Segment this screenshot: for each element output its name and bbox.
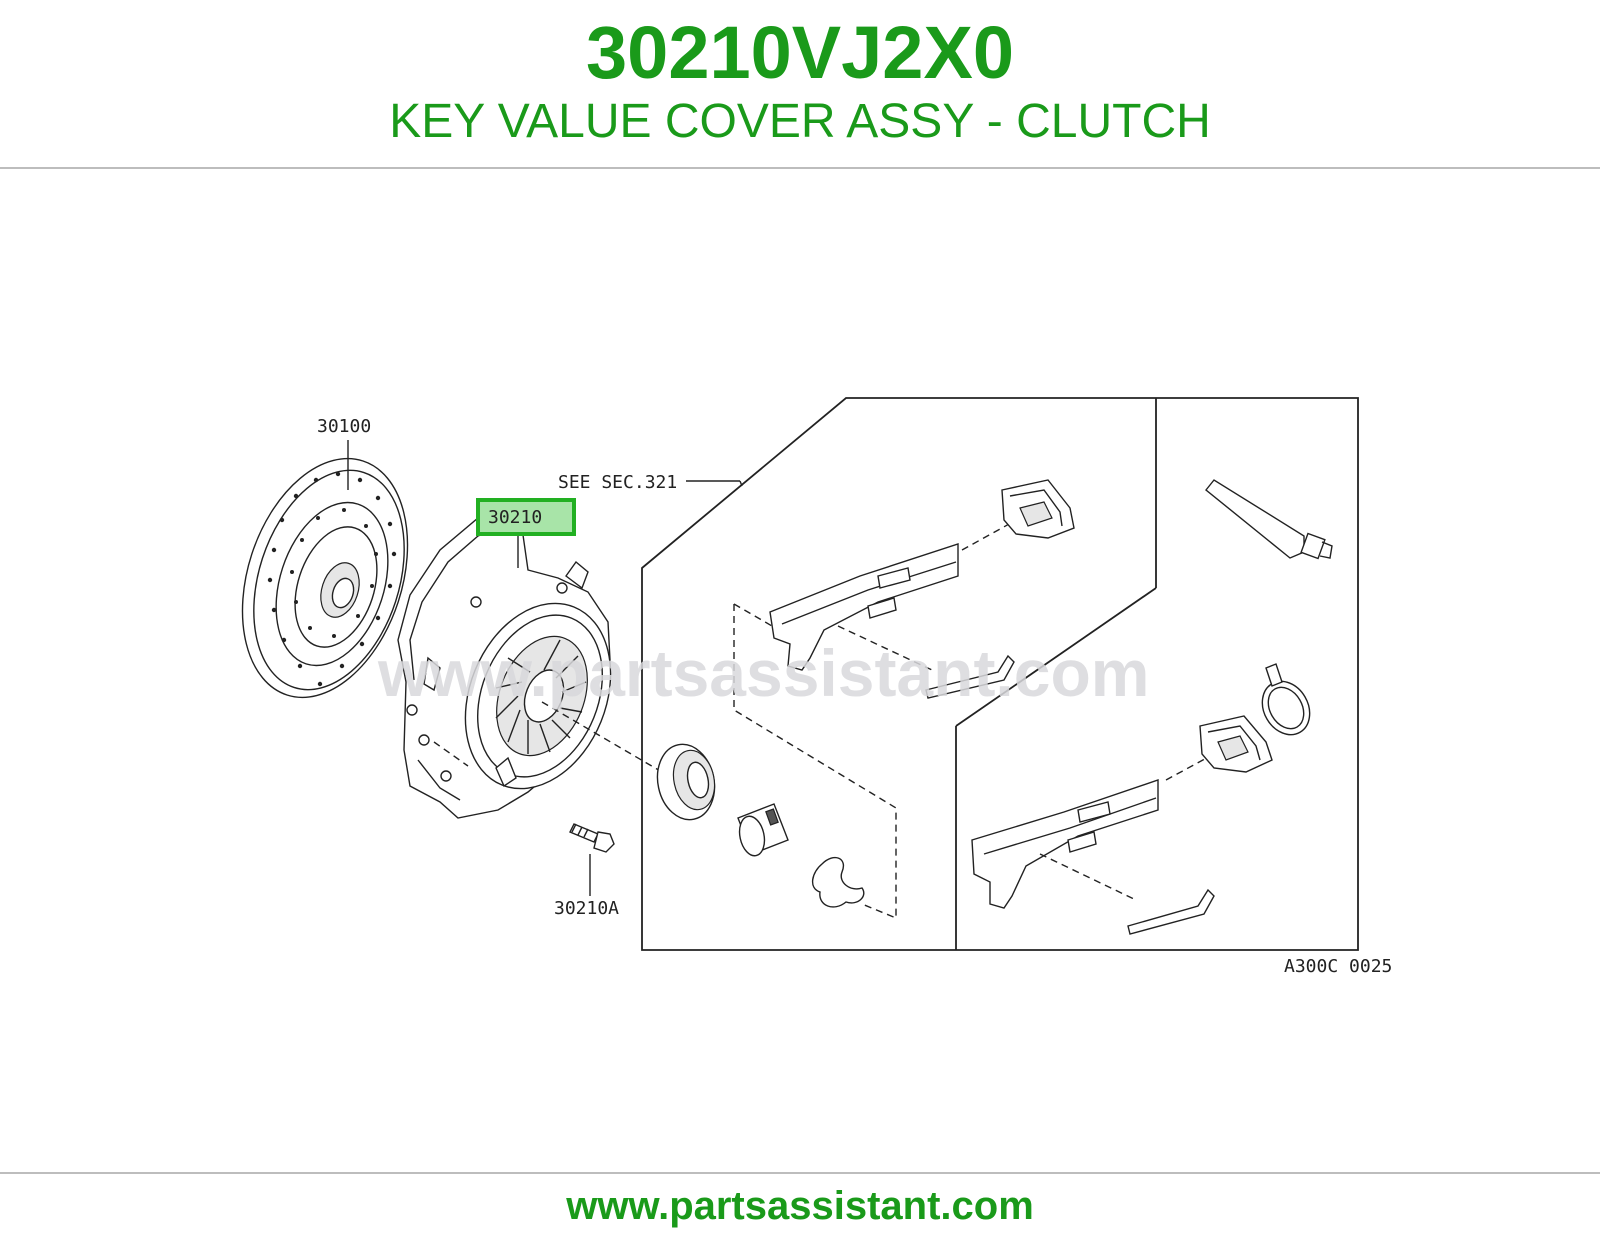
watermark-text: www.partsassistant.com: [377, 636, 1149, 710]
dust-boot-upper-part[interactable]: [1001, 479, 1075, 539]
diagram-code-label: A300C 0025: [1284, 956, 1392, 977]
cover-bolt-part[interactable]: [569, 823, 615, 896]
clutch-disc-part[interactable]: [214, 437, 436, 719]
part-name-subtitle: KEY VALUE COVER ASSY - CLUTCH: [389, 95, 1211, 148]
footer-site-link[interactable]: www.partsassistant.com: [566, 1184, 1034, 1228]
parts-diagram: 30100: [214, 397, 1392, 977]
see-section-label[interactable]: SEE SEC.321: [558, 472, 677, 493]
footer-divider: [0, 1172, 1600, 1174]
header-divider: [0, 167, 1600, 169]
bearing-sleeve-part[interactable]: [736, 803, 789, 858]
retainer-clip-part[interactable]: [812, 856, 865, 908]
clutch-cover-highlight[interactable]: 30210: [476, 498, 576, 536]
clutch-cover-label[interactable]: 30210: [488, 507, 542, 528]
part-number-title: 30210VJ2X0: [586, 11, 1014, 94]
clamp-band-part[interactable]: [1253, 663, 1319, 743]
grease-tube-part[interactable]: [1205, 479, 1333, 560]
withdrawal-lever-upper-part[interactable]: [769, 543, 959, 671]
clutch-disc-label[interactable]: 30100: [317, 416, 371, 437]
header: 30210VJ2X0 KEY VALUE COVER ASSY - CLUTCH: [0, 0, 1600, 168]
dust-boot-lower-part[interactable]: [1199, 715, 1273, 773]
clutch-cover-part[interactable]: [397, 498, 637, 819]
retainer-spring-upper-part[interactable]: [925, 654, 1015, 699]
cover-bolt-label[interactable]: 30210A: [554, 898, 619, 919]
withdrawal-lever-lower-part[interactable]: [971, 779, 1159, 909]
release-mechanism-box: [641, 397, 1359, 951]
retainer-spring-lower-part[interactable]: [1127, 888, 1215, 935]
release-bearing-part[interactable]: [651, 739, 722, 825]
